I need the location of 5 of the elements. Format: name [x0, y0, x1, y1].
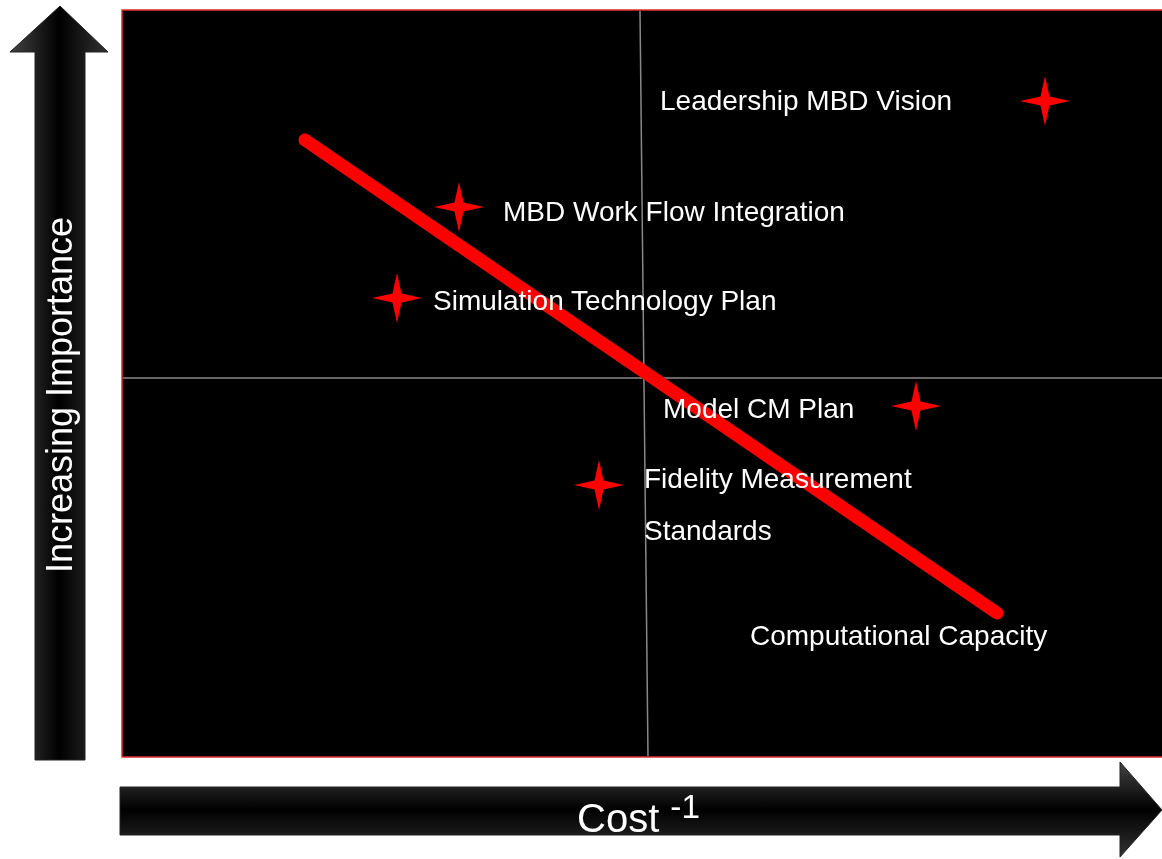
axis-label: Cost $^{-1}$ [577, 788, 700, 842]
item-label: Computational Capacity [750, 619, 1048, 653]
axis-label: Increasing Importance [39, 216, 81, 574]
item-label: Leadership MBD Vision [660, 84, 953, 118]
item-label: MBD Work Flow Integration [503, 195, 845, 229]
